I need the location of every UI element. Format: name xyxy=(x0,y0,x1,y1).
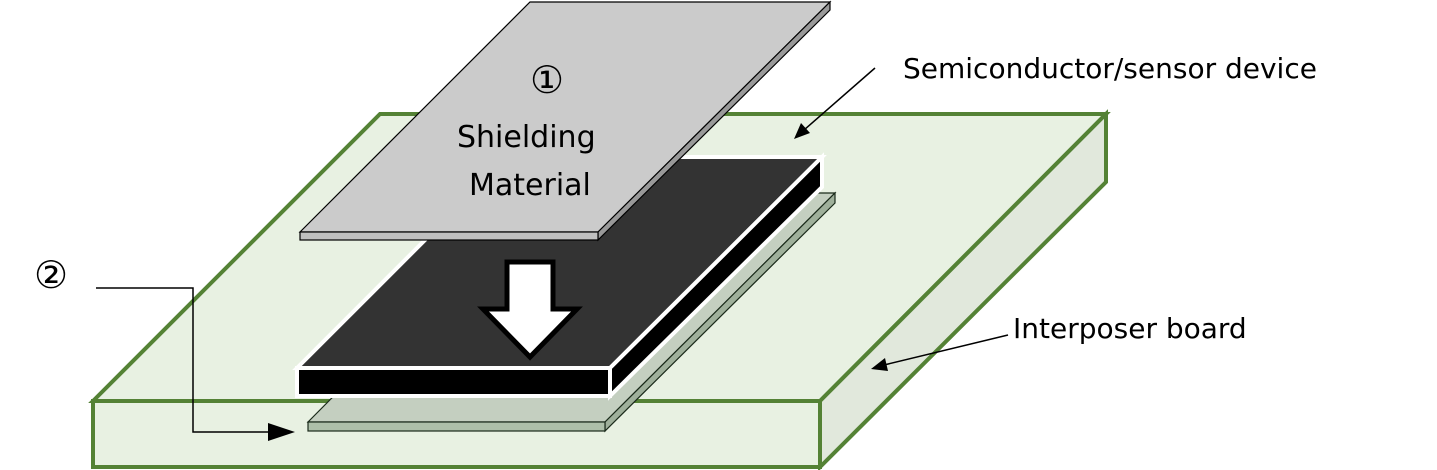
down-arrow-icon xyxy=(477,259,583,361)
shielding-label-line2: Material xyxy=(469,168,591,203)
shielding-material xyxy=(298,0,832,242)
device-leader-arrow xyxy=(794,67,876,139)
interposer-label: Interposer board xyxy=(1013,312,1247,345)
marker-1: ① xyxy=(530,58,565,102)
semiconductor-device xyxy=(292,152,827,401)
layer-2-leader-arrow xyxy=(96,287,295,441)
device-label: Semiconductor/sensor device xyxy=(903,52,1317,85)
shielding-label-line1: Shielding xyxy=(457,120,596,155)
interposer-leader-arrow xyxy=(871,334,1009,371)
marker-2: ② xyxy=(34,253,69,297)
